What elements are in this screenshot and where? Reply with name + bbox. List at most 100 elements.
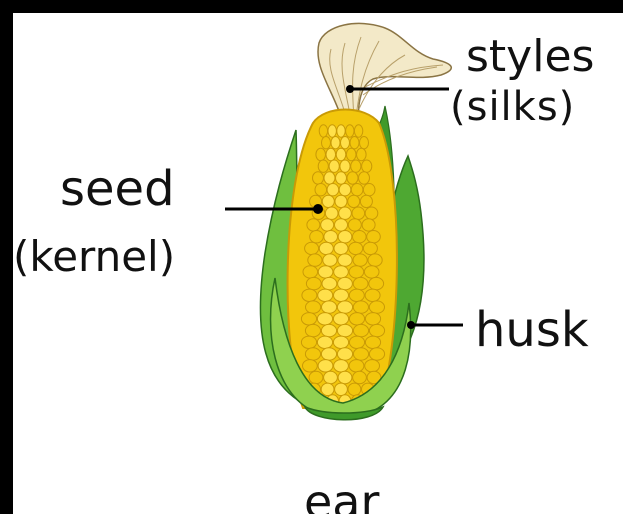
kernel — [351, 184, 363, 196]
label-ear: ear — [304, 479, 379, 514]
kernel — [316, 148, 326, 160]
kernel — [310, 231, 324, 243]
kernel — [337, 348, 352, 360]
kernel — [326, 148, 336, 160]
kernel — [333, 313, 348, 325]
kernel — [350, 137, 359, 149]
kernel — [339, 207, 352, 219]
kernel — [348, 383, 361, 395]
kernel — [337, 301, 352, 313]
kernel — [308, 254, 322, 266]
kernel — [322, 301, 337, 313]
kernel — [349, 313, 364, 325]
kernel — [348, 219, 361, 231]
kernel — [318, 160, 328, 172]
kernel — [349, 266, 364, 278]
kernel — [334, 289, 349, 301]
kernel — [364, 266, 379, 278]
kernel — [347, 172, 358, 184]
kernel — [338, 277, 353, 289]
corn-cob — [288, 110, 397, 409]
kernel — [303, 266, 318, 278]
kernel — [321, 324, 336, 336]
kernel — [323, 254, 337, 266]
kernel — [360, 137, 369, 149]
kernel — [346, 148, 356, 160]
kernel — [324, 231, 338, 243]
kernel — [317, 336, 332, 348]
kernel — [339, 184, 351, 196]
diagram-canvas: styles (silks) seed (kernel) husk ear — [13, 13, 623, 514]
kernel — [319, 242, 333, 254]
kernel — [369, 348, 384, 360]
kernel — [365, 313, 380, 325]
kernel — [357, 148, 367, 160]
kernel — [363, 184, 375, 196]
kernel — [322, 277, 337, 289]
kernel — [353, 324, 368, 336]
label-silks: (silks) — [450, 87, 575, 127]
kernel — [348, 195, 360, 207]
kernel — [329, 160, 339, 172]
kernel — [365, 289, 380, 301]
kernel — [367, 231, 381, 243]
kernel — [313, 172, 324, 184]
kernel — [351, 160, 361, 172]
kernel — [349, 360, 364, 372]
kernel — [306, 301, 321, 313]
kernel — [346, 125, 354, 137]
kernel — [349, 242, 363, 254]
kernel — [324, 172, 335, 184]
label-styles: styles — [466, 35, 594, 79]
kernel — [359, 172, 370, 184]
kernel — [362, 219, 375, 231]
kernel — [321, 348, 336, 360]
kernel — [325, 207, 338, 219]
kernel — [341, 137, 350, 149]
kernel — [318, 360, 333, 372]
kernel — [337, 324, 352, 336]
kernel — [369, 277, 384, 289]
label-husk: husk — [475, 306, 589, 354]
kernel — [322, 195, 334, 207]
kernel — [315, 184, 327, 196]
kernel — [327, 184, 339, 196]
kernel — [365, 360, 380, 372]
kernel — [335, 195, 347, 207]
kernel — [307, 219, 320, 231]
kernel — [365, 207, 378, 219]
kernel — [369, 301, 384, 313]
kernel — [317, 313, 332, 325]
kernel — [336, 148, 346, 160]
kernel — [368, 254, 382, 266]
kernel — [362, 160, 372, 172]
kernel — [349, 336, 364, 348]
kernel — [338, 254, 352, 266]
kernel — [309, 371, 323, 383]
kernel — [353, 254, 367, 266]
kernel — [340, 160, 350, 172]
kernel — [301, 336, 316, 348]
kernel — [353, 231, 367, 243]
kernel — [360, 195, 372, 207]
kernel — [352, 207, 365, 219]
label-seed: seed — [60, 165, 175, 213]
kernel — [365, 336, 380, 348]
kernel — [335, 383, 348, 395]
kernel — [353, 371, 367, 383]
kernel — [334, 266, 349, 278]
pointer-dot-seed — [313, 204, 323, 214]
kernel — [321, 219, 334, 231]
kernel — [334, 242, 348, 254]
kernel — [322, 137, 331, 149]
kernel — [306, 277, 321, 289]
kernel — [354, 125, 362, 137]
kernel — [337, 125, 345, 137]
kernel — [321, 383, 334, 395]
pointer-dot-husk — [407, 321, 415, 329]
pointer-dot-styles — [346, 85, 354, 93]
kernel — [369, 324, 384, 336]
kernel — [328, 125, 336, 137]
kernel — [331, 137, 340, 149]
